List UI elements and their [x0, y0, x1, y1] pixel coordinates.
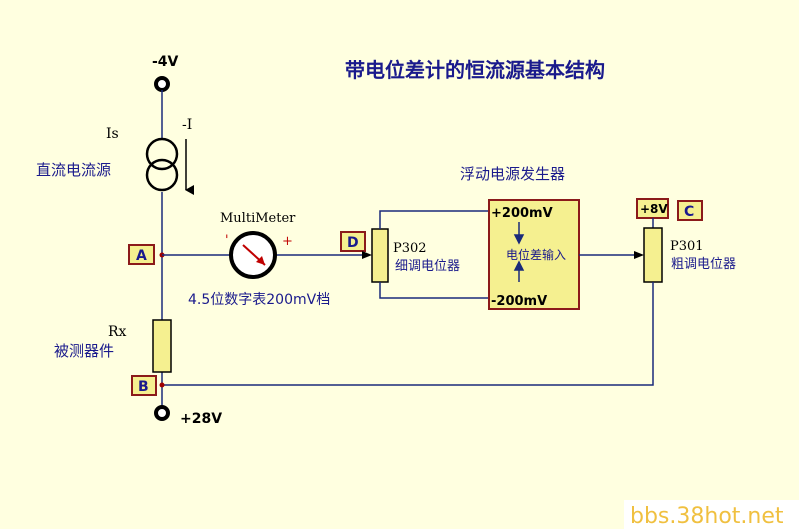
meter-minus-label: ' [225, 233, 229, 248]
supply-bottom-label: +28V [180, 411, 222, 427]
p302-wiper-arrow [362, 251, 372, 259]
p302-symbol [371, 228, 389, 283]
float-gen-arrows [513, 222, 525, 282]
node-d-box [340, 231, 366, 252]
node-b-label: B [138, 379, 149, 395]
meter-plus-label: + [282, 234, 293, 249]
p302-name: 细调电位器 [395, 259, 460, 274]
meter-description: 4.5位数字表200mV档 [188, 292, 330, 308]
node-c-box [677, 200, 703, 221]
current-source-symbol-label: Is [106, 126, 119, 142]
p301-name: 粗调电位器 [671, 257, 736, 272]
dut-symbol [152, 319, 172, 373]
meter-name: MultiMeter [220, 211, 296, 226]
float-gen-box [488, 199, 580, 310]
p302-wires [379, 210, 489, 299]
current-source-symbol [145, 137, 179, 192]
float-gen-bottom: -200mV [491, 294, 547, 309]
p301-symbol [643, 227, 663, 283]
p302-id: P302 [393, 241, 427, 256]
p301-id: P301 [670, 239, 704, 254]
node-c-label: C [684, 204, 694, 220]
p301-supply-label: +8V [640, 202, 668, 216]
float-gen-input-label: 电位差输入 [506, 247, 566, 262]
node-b-box [131, 375, 157, 396]
meter-needle-head [256, 256, 265, 265]
p301-wiper-arrow [634, 251, 644, 259]
watermark-text: bbs.38hot.net [630, 504, 784, 529]
node-a-box [128, 244, 155, 265]
supply-top-label: -4V [152, 54, 179, 70]
current-source-name: 直流电流源 [36, 161, 111, 179]
dut-symbol-label: Rx [108, 324, 127, 340]
supply-bottom-terminal [154, 405, 170, 421]
dut-name: 被测器件 [54, 342, 114, 360]
node-a-label: A [136, 248, 147, 264]
supply-top-terminal [154, 76, 170, 92]
return-wire [162, 282, 654, 386]
watermark-bg [624, 500, 799, 529]
float-gen-title: 浮动电源发生器 [460, 165, 565, 183]
float-gen-top: +200mV [491, 206, 553, 221]
current-direction-label: -I [182, 117, 192, 133]
node-d-label: D [347, 235, 359, 251]
diagram-title: 带电位差计的恒流源基本结构 [345, 58, 605, 82]
node-b-dot [159, 382, 165, 388]
